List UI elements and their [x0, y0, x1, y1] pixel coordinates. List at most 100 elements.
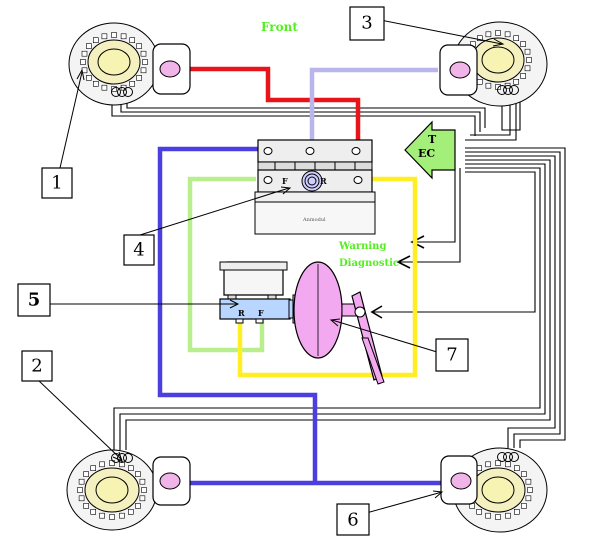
tone-ring-tooth: [141, 487, 147, 493]
tone-ring-tooth: [111, 86, 117, 92]
tone-ring-tooth: [520, 41, 526, 47]
tone-ring-tooth: [136, 75, 142, 81]
tone-ring-tooth: [513, 465, 520, 472]
tone-ring-tooth: [99, 512, 105, 519]
brake-line-front-left: [190, 66, 361, 140]
port-label-front: F: [258, 308, 264, 318]
sensor-coil-front-left: [111, 87, 133, 97]
brake-line-front-right: [309, 67, 438, 140]
tone-ring-tooth: [111, 32, 117, 38]
diagnostic-label: Diagnostic: [339, 258, 399, 269]
tone-ring-tooth: [93, 81, 99, 87]
modulator-label-f: F: [282, 176, 288, 186]
tone-ring-tooth: [78, 478, 85, 485]
tone-ring-tooth: [524, 65, 531, 72]
tone-ring-tooth: [524, 48, 531, 55]
tone-ring-tooth: [129, 37, 135, 44]
tone-ring-tooth: [86, 43, 92, 49]
callout-5-text: 5: [28, 290, 41, 311]
callout-3-text: 3: [361, 13, 372, 34]
tone-ring-tooth: [476, 508, 483, 515]
brake-line-rear: [157, 146, 441, 486]
tone-ring-tooth: [90, 465, 96, 472]
tone-ring-tooth: [513, 79, 520, 85]
tone-ring-tooth: [140, 50, 147, 57]
tone-ring-tooth: [526, 57, 532, 63]
brake-booster: [292, 261, 361, 359]
sensor-coil-front-right: [497, 85, 519, 95]
tone-ring-tooth: [99, 461, 105, 468]
tone-ring-tooth: [521, 471, 527, 477]
ecu-label-line1: T: [428, 133, 437, 146]
tone-ring-tooth: [119, 461, 125, 468]
tone-ring-tooth: [90, 508, 96, 515]
callout-3: 3: [349, 6, 385, 41]
modulator-label-r: R: [320, 176, 327, 186]
tone-ring-tooth: [81, 50, 88, 57]
callout-1-text: 1: [51, 173, 62, 194]
callout-2-text: 2: [31, 356, 42, 377]
piston-rear-left: [159, 472, 181, 490]
tone-ring-tooth: [135, 503, 141, 509]
callout-6-text: 6: [347, 510, 358, 531]
wheel-front-left: [68, 22, 191, 106]
piston-front-right: [449, 61, 471, 79]
tone-ring-rear-left: [77, 460, 147, 520]
tone-ring-tooth: [140, 67, 147, 74]
callout-4-text: 4: [133, 240, 144, 261]
warning-label: Warning: [338, 241, 386, 252]
brake-line-primary: [187, 176, 265, 353]
brake-pedal: [351, 291, 385, 385]
tone-ring-tooth: [139, 478, 146, 485]
wheel-rear-left: [66, 449, 191, 531]
tone-ring-tooth: [525, 495, 532, 502]
tone-ring-tooth: [119, 512, 125, 519]
tone-ring-tooth: [485, 31, 492, 38]
callout-1: 1: [41, 167, 73, 199]
tone-ring-tooth: [495, 30, 501, 36]
tone-ring-tooth: [78, 495, 85, 502]
tone-ring-tooth: [527, 487, 533, 493]
output-arrows: [370, 235, 425, 319]
tone-ring-tooth: [129, 81, 135, 87]
piston-rear-right: [450, 472, 472, 490]
tone-ring-tooth: [513, 508, 520, 515]
tone-ring-tooth: [525, 478, 532, 485]
modulator-brand: Anmodul: [302, 217, 326, 223]
wheel-rear-right: [440, 447, 548, 533]
tone-ring-tooth: [495, 460, 501, 466]
tone-ring-tooth: [128, 508, 134, 515]
tone-ring-tooth: [109, 514, 115, 520]
piston-front-left: [159, 60, 181, 78]
tone-ring-tooth: [120, 33, 127, 40]
tone-ring-tooth: [101, 33, 108, 40]
port-label-rear: R: [238, 308, 245, 318]
tone-ring-tooth: [142, 59, 148, 65]
hydraulic-modulator: F R Anmodul: [254, 139, 376, 235]
tone-ring-tooth: [128, 465, 134, 472]
callout-leaders: [37, 17, 505, 518]
tone-ring-tooth: [83, 471, 89, 477]
tone-ring-tooth: [109, 460, 115, 466]
tone-ring-tooth: [485, 512, 491, 519]
tone-ring-tooth: [77, 487, 83, 493]
ecu-label-line2: EC: [418, 147, 435, 160]
tone-ring-tooth: [505, 461, 511, 468]
tone-ring-tooth: [520, 73, 526, 79]
tone-ring-tooth: [139, 495, 146, 502]
tone-ring-tooth: [93, 37, 99, 44]
tone-ring-tooth: [476, 35, 483, 42]
tone-ring-tooth: [495, 514, 501, 520]
callout-2: 2: [21, 350, 53, 382]
sensor-coil-rear-right: [497, 452, 519, 462]
tone-ring-front-left: [80, 32, 148, 92]
tone-ring-tooth: [80, 59, 86, 65]
tone-ring-tooth: [513, 35, 520, 42]
tone-ring-tooth: [476, 79, 483, 85]
callout-4: 4: [123, 234, 155, 266]
brake-line-secondary: [237, 176, 418, 378]
callout-7-text: 7: [446, 345, 457, 366]
tone-ring-tooth: [505, 512, 511, 519]
brake-lines: [157, 66, 441, 486]
